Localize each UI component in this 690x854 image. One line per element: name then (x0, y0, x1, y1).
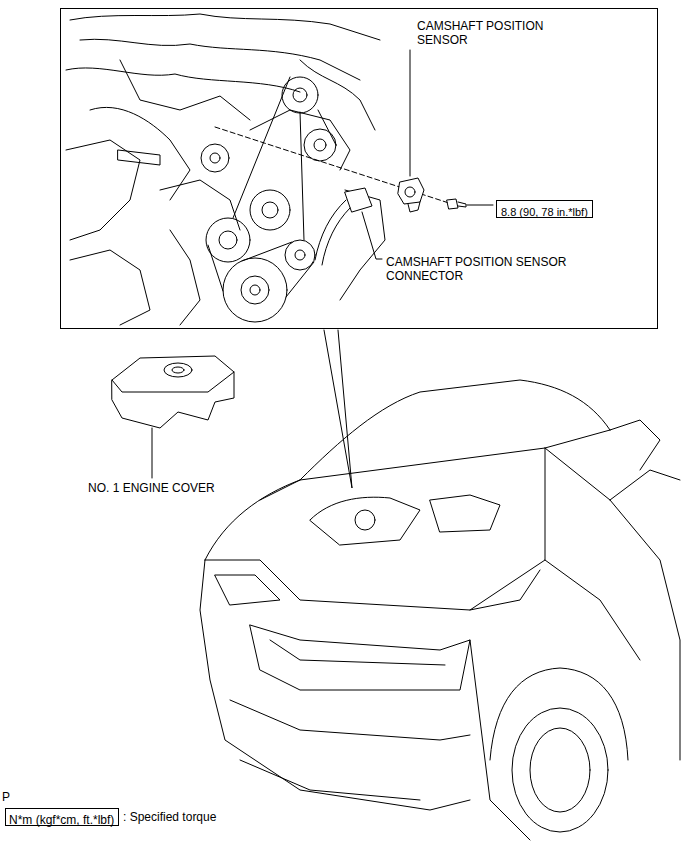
detail-inset: CAMSHAFT POSITION SENSOR CAMSHAFT POSITIO… (60, 8, 658, 329)
legend-torque-box: N*m (kgf*cm, ft.*lbf) (5, 808, 119, 826)
legend-text: : Specified torque (123, 810, 216, 824)
page-mark: P (2, 790, 10, 804)
node-text: 8.8 (90, 78 in.*lbf) (501, 205, 588, 219)
torque-box: 8.8 (90, 78 in.*lbf) (496, 200, 593, 218)
node-text: CAMSHAFT POSITION SENSOR CONNECTOR (386, 255, 596, 283)
node-text: N*m (kgf*cm, ft.*lbf) (9, 813, 114, 827)
node-text: CAMSHAFT POSITION SENSOR (417, 19, 557, 47)
part-label: NO. 1 ENGINE COVER (88, 481, 215, 495)
